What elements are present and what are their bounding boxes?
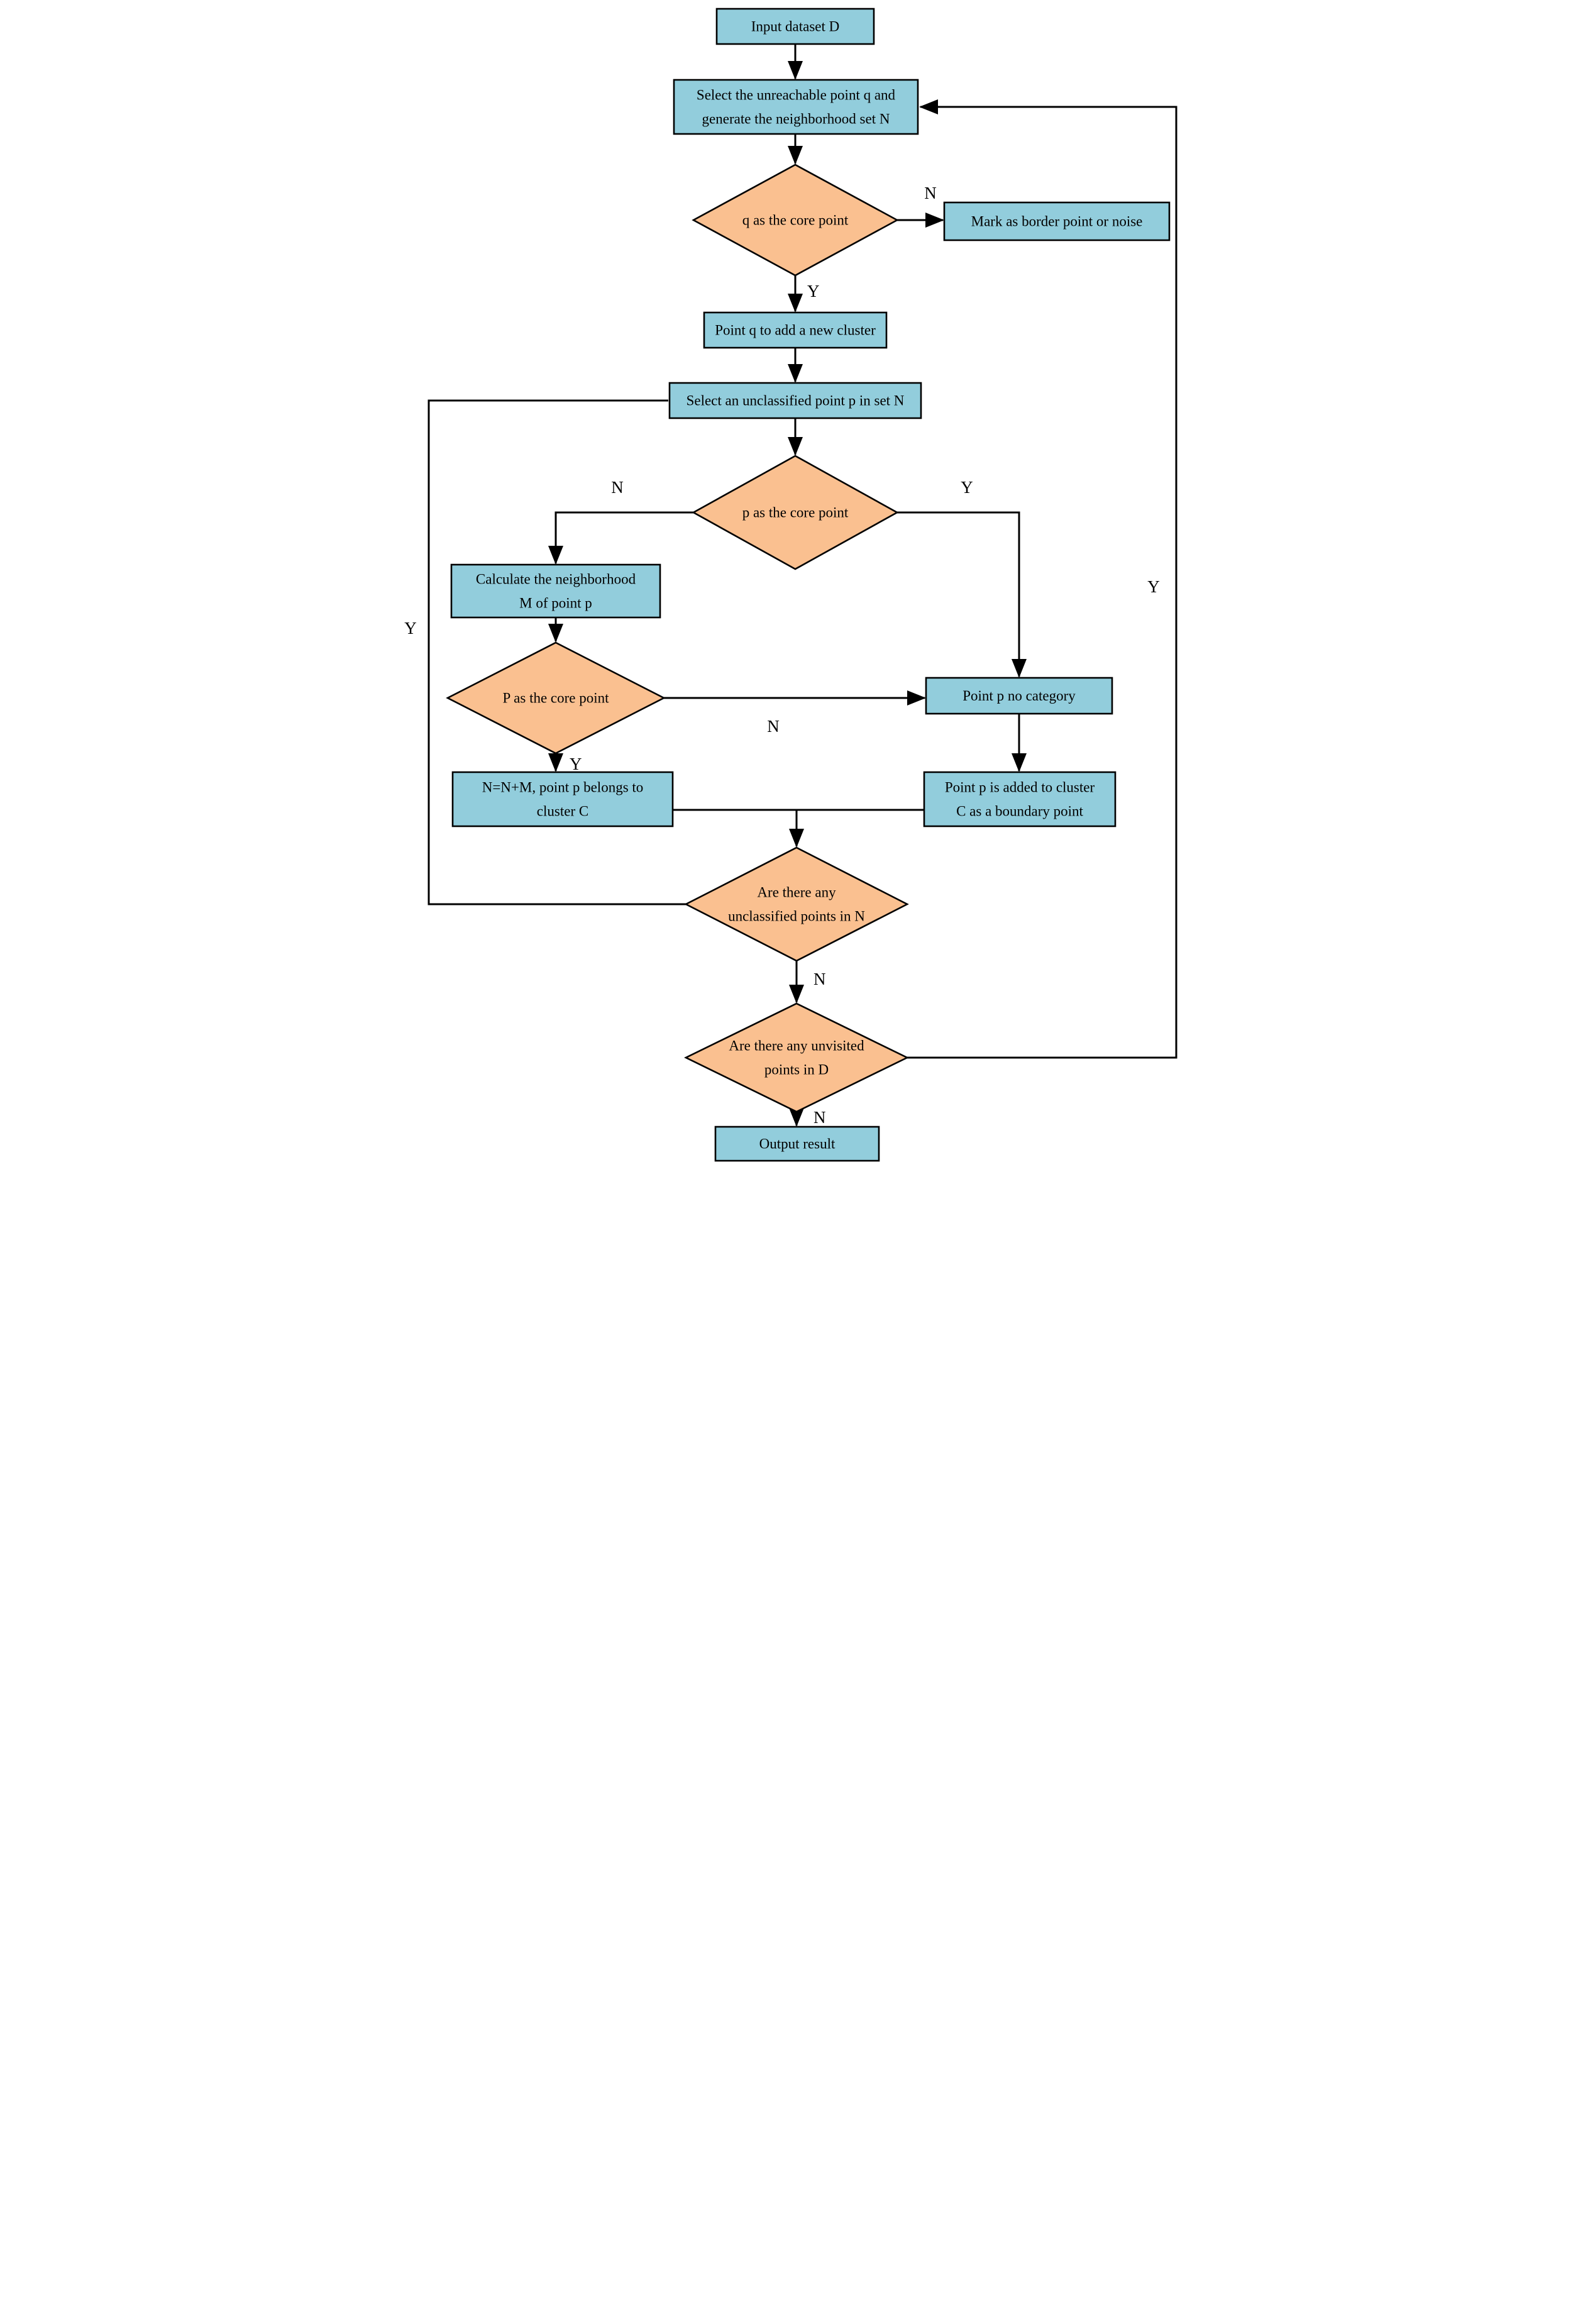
node-calc-neighborhood-m-shape bbox=[450, 563, 661, 619]
label-q-core-yes: Y bbox=[807, 282, 820, 301]
node-p-no-category-shape bbox=[925, 677, 1113, 715]
node-select-point-p: Select an unclassified point p in set N bbox=[668, 382, 922, 419]
node-unclassified-decision-shape bbox=[683, 846, 909, 962]
node-q-core-decision-shape bbox=[691, 163, 899, 277]
flowchart-canvas: Input dataset D Select the unreachable po… bbox=[404, 8, 1177, 1162]
label-p-core-yes: Y bbox=[961, 478, 973, 497]
label-q-core-no: N bbox=[924, 184, 937, 202]
labels-layer: N Y N Y Y N Y Y N N bbox=[404, 184, 1160, 1127]
node-p-core-decision: p as the core point bbox=[691, 455, 899, 570]
edge-p-core-no-to-calc-m bbox=[548, 511, 693, 565]
label-unvisited-yes-loop: Y bbox=[1147, 577, 1160, 596]
node-q-core-decision-label: q as the core point bbox=[742, 213, 848, 228]
node-input-dataset-label: Input dataset D bbox=[751, 19, 839, 35]
node-unvisited-decision-shape bbox=[683, 1002, 909, 1113]
node-mark-border-noise: Mark as border point or noise bbox=[943, 201, 1170, 241]
node-output-result: Output result bbox=[714, 1126, 880, 1162]
edge-unvisited-yes-loop-select-q bbox=[907, 99, 1177, 1059]
label-P-core-yes: Y bbox=[570, 755, 582, 773]
node-P-core-decision: P as the core point bbox=[445, 641, 666, 755]
node-mark-border-noise-shape bbox=[943, 201, 1170, 241]
node-select-point-p-label: Select an unclassified point p in set N bbox=[686, 393, 904, 409]
node-input-dataset: Input dataset D bbox=[715, 8, 874, 45]
edge-p-core-yes-to-no-category bbox=[896, 511, 1027, 678]
label-p-core-no: N bbox=[611, 478, 624, 497]
node-n-plus-m-cluster-c-shape bbox=[451, 771, 673, 827]
node-p-added-boundary-shape bbox=[923, 771, 1116, 827]
node-output-result-shape bbox=[714, 1126, 880, 1162]
node-P-core-decision-label: P as the core point bbox=[502, 690, 609, 706]
label-unclassified-yes-loop: Y bbox=[404, 619, 417, 638]
flowchart-page: Input dataset D Select the unreachable po… bbox=[395, 0, 1188, 1162]
node-P-core-decision-shape bbox=[445, 641, 666, 755]
nodes-layer: Input dataset D Select the unreachable po… bbox=[445, 8, 1170, 1162]
node-select-unreachable-q-shape bbox=[673, 79, 918, 135]
edge-unclassified-yes-loop-select-p bbox=[427, 399, 686, 905]
node-add-new-cluster-label: Point q to add a new cluster bbox=[715, 323, 876, 338]
node-p-core-decision-label: p as the core point bbox=[742, 505, 848, 521]
node-select-point-p-shape bbox=[668, 382, 922, 419]
label-P-core-no: N bbox=[767, 717, 780, 736]
edges-layer bbox=[427, 44, 1177, 1127]
node-p-no-category: Point p no category bbox=[925, 677, 1113, 715]
node-output-result-label: Output result bbox=[759, 1136, 835, 1152]
node-p-no-category-label: Point p no category bbox=[962, 688, 1076, 704]
node-add-new-cluster: Point q to add a new cluster bbox=[703, 311, 887, 349]
node-input-dataset-shape bbox=[715, 8, 874, 45]
node-p-core-decision-shape bbox=[691, 455, 899, 570]
label-unvisited-no: N bbox=[814, 1108, 826, 1127]
label-unclassified-no: N bbox=[814, 970, 826, 988]
node-mark-border-noise-label: Mark as border point or noise bbox=[971, 214, 1142, 230]
node-add-new-cluster-shape bbox=[703, 311, 887, 349]
node-q-core-decision: q as the core point bbox=[691, 163, 899, 277]
